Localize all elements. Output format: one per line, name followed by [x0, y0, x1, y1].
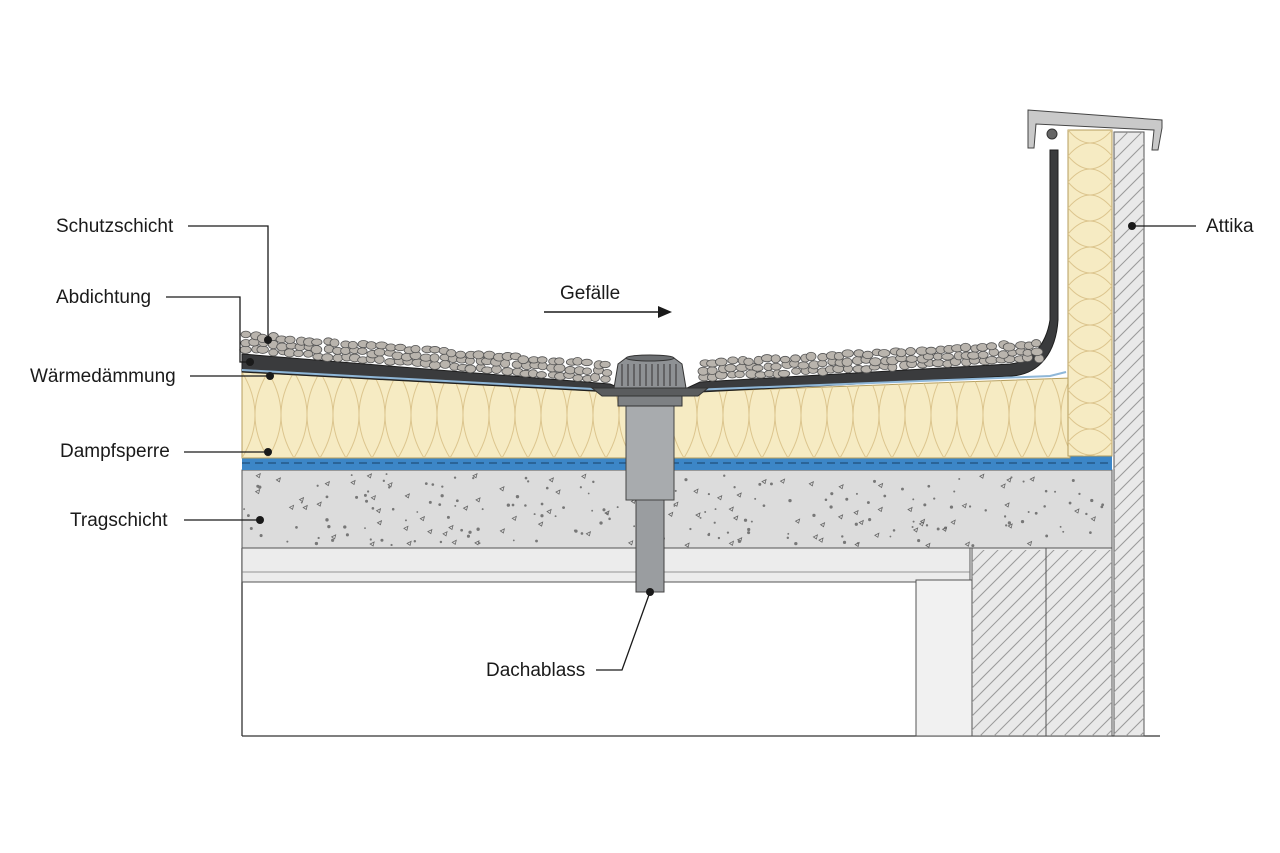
leader-dampfsperre — [184, 448, 272, 456]
interior-wall — [915, 547, 1113, 737]
slope-label: Gefälle — [560, 283, 620, 304]
gravel-protection-layer — [239, 330, 1045, 383]
leader-tragschicht — [184, 516, 264, 524]
parapet-insulation — [1067, 129, 1113, 457]
leader-attika — [1128, 222, 1196, 230]
parapet-coping — [1027, 109, 1163, 151]
parapet-wall — [1113, 131, 1145, 737]
label-waermedaemmung: Wärmedämmung — [30, 366, 176, 387]
leader-abdichtung — [166, 296, 254, 366]
label-schutzschicht: Schutzschicht — [56, 216, 174, 237]
label-tragschicht: Tragschicht — [70, 510, 168, 531]
slope-arrow — [544, 306, 672, 318]
label-dampfsperre: Dampfsperre — [60, 441, 170, 462]
label-dachablass: Dachablass — [486, 660, 585, 681]
label-attika: Attika — [1206, 216, 1254, 237]
label-abdichtung: Abdichtung — [56, 287, 151, 308]
ceiling-room-outline — [241, 547, 1160, 737]
leader-waermedaemmung — [190, 372, 274, 380]
leader-schutzschicht — [188, 225, 272, 344]
structural-slab — [241, 469, 1113, 549]
leader-dachablass — [596, 588, 654, 671]
